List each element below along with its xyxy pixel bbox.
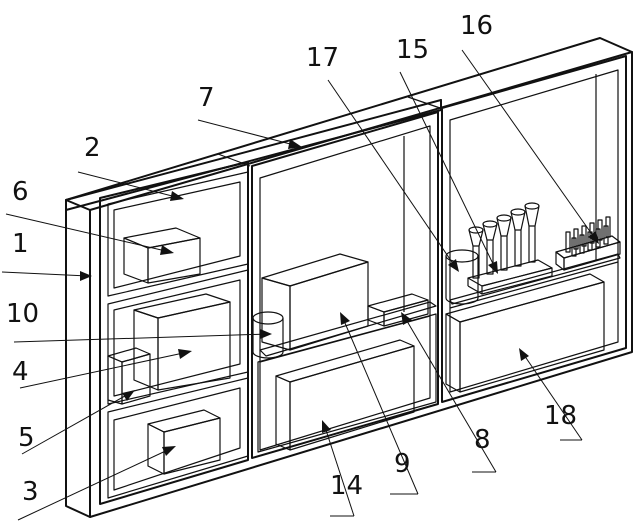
tube-rack-16 [555, 216, 621, 271]
callout-6: 6 [12, 177, 29, 207]
box-5 [107, 347, 151, 405]
bottles-15 [468, 202, 540, 279]
box-4 [133, 293, 231, 391]
middle-module [251, 111, 439, 459]
callout-17: 17 [306, 43, 339, 73]
box-18 [445, 273, 605, 393]
bottle-tray-17 [467, 259, 553, 295]
callout-10: 10 [6, 299, 39, 329]
callout-9: 9 [394, 449, 411, 479]
box-8 [367, 293, 429, 327]
callout-14: 14 [330, 471, 363, 501]
callout-labels: 1 2 3 4 5 6 7 8 9 10 14 15 16 17 18 [6, 11, 577, 507]
box-6 [123, 227, 201, 284]
leader-lines [1, 49, 599, 521]
callout-2: 2 [84, 133, 101, 163]
cylinder-17-left [445, 249, 479, 305]
callout-5: 5 [18, 423, 35, 453]
callout-15: 15 [396, 35, 429, 65]
callout-4: 4 [12, 357, 29, 387]
box-14 [275, 339, 415, 451]
callout-16: 16 [460, 11, 493, 41]
callout-3: 3 [22, 477, 39, 507]
box-9 [261, 253, 369, 351]
box-3 [147, 409, 221, 475]
cylinder-10 [252, 311, 284, 359]
callout-18: 18 [544, 401, 577, 431]
callout-8: 8 [474, 425, 491, 455]
callout-1: 1 [12, 229, 29, 259]
left-module [99, 161, 249, 505]
callout-7: 7 [198, 83, 215, 113]
right-module [441, 55, 627, 403]
